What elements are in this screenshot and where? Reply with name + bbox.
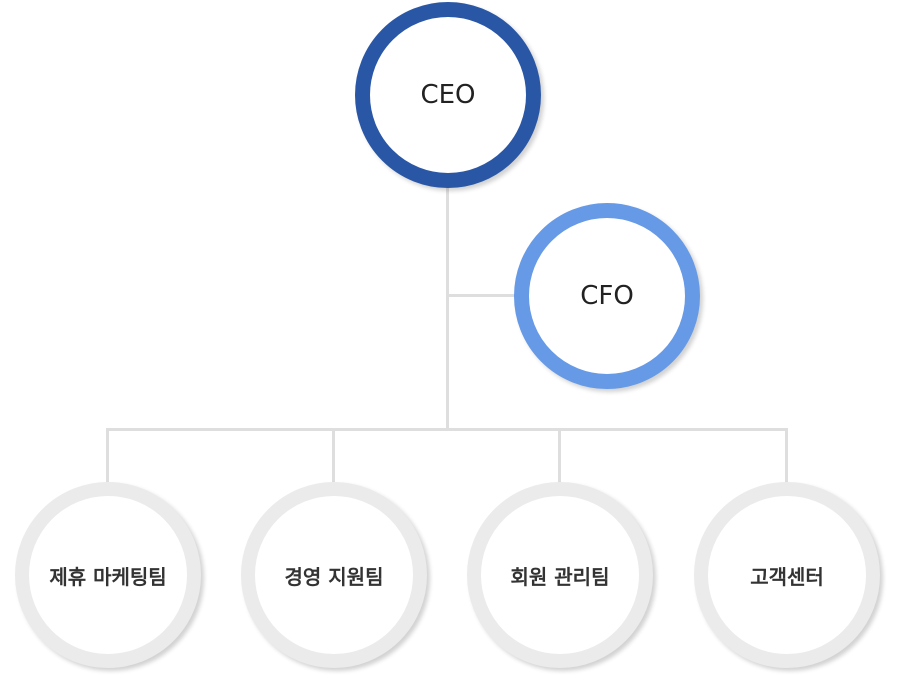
team-node-partnership-marketing[interactable]: 제휴 마케팅팀 — [15, 482, 201, 668]
team-node-member-management[interactable]: 회원 관리팀 — [467, 482, 653, 668]
team-label: 경영 지원팀 — [284, 564, 384, 589]
team-node-customer-center[interactable]: 고객센터 — [694, 482, 880, 668]
cfo-node[interactable]: CFO — [514, 203, 700, 389]
team-drop-line-2 — [332, 428, 335, 484]
ceo-trunk-line — [446, 185, 449, 430]
team-drop-line-1 — [106, 428, 109, 484]
cfo-label: CFO — [580, 281, 634, 311]
ceo-node[interactable]: CEO — [355, 2, 541, 188]
cfo-branch-line — [446, 294, 518, 297]
ceo-label: CEO — [420, 80, 476, 110]
teams-horizontal-line — [106, 428, 788, 431]
team-drop-line-4 — [785, 428, 788, 484]
team-label: 제휴 마케팅팀 — [49, 564, 167, 589]
team-node-management-support[interactable]: 경영 지원팀 — [241, 482, 427, 668]
team-label: 고객센터 — [750, 564, 824, 589]
team-drop-line-3 — [558, 428, 561, 484]
team-label: 회원 관리팀 — [510, 564, 610, 589]
